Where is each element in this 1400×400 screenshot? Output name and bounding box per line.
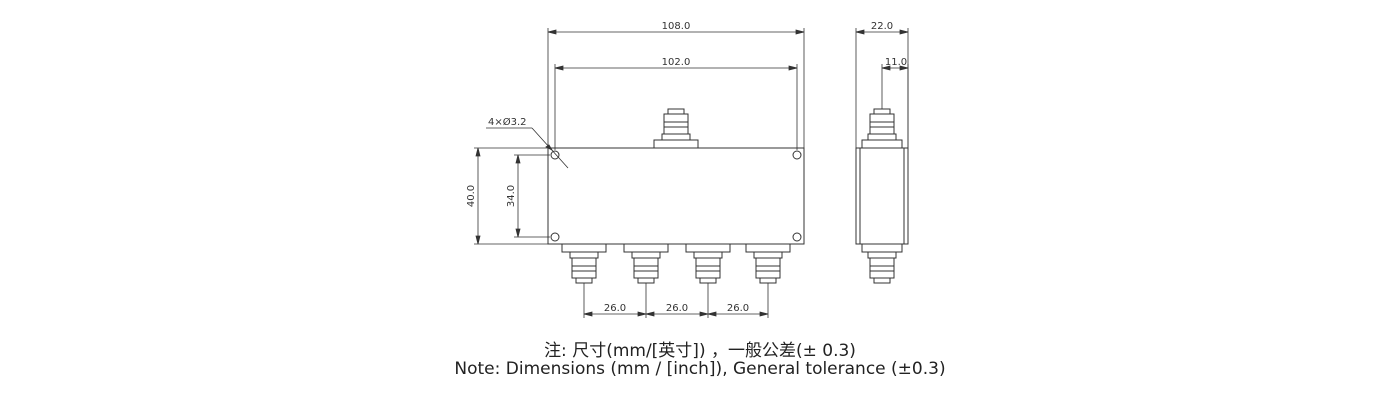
label-overall-length: 108.0	[662, 21, 691, 32]
side-view	[855, 108, 909, 284]
mounting-hole	[550, 232, 560, 242]
dim-port-pitch	[583, 283, 769, 318]
dim-hole-spacing-y	[514, 154, 550, 238]
output-connector-4	[745, 243, 791, 284]
label-port-pitch-2: 26.0	[666, 303, 688, 314]
mechanical-drawing: 108.0 102.0 22.0 11.0 4×Ø3.2 40.0 34.0 2…	[466, 21, 909, 318]
dim-depth-half	[881, 64, 909, 148]
label-depth: 22.0	[871, 21, 893, 32]
label-port-pitch-1: 26.0	[604, 303, 626, 314]
note-english: Note: Dimensions (mm / [inch]), General …	[454, 359, 946, 379]
output-connector-3	[685, 243, 731, 284]
dim-height	[474, 147, 548, 245]
label-hole-spacing-x: 102.0	[662, 57, 691, 68]
mounting-hole	[550, 150, 560, 160]
label-height: 40.0	[466, 185, 477, 207]
note-chinese: 注: 尺寸(mm/[英寸]) ，一般公差(± 0.3)	[544, 341, 856, 361]
output-connector-2	[623, 243, 669, 284]
label-hole-spacing-y: 34.0	[506, 185, 517, 207]
front-body	[547, 147, 805, 245]
dim-overall-length	[547, 28, 805, 148]
label-port-pitch-3: 26.0	[727, 303, 749, 314]
dim-hole-spacing-x	[554, 64, 798, 150]
dim-mounting-holes-leader	[486, 127, 569, 169]
mounting-hole	[792, 150, 802, 160]
label-depth-half: 11.0	[885, 57, 907, 68]
mounting-hole	[792, 232, 802, 242]
output-connector-1	[561, 243, 607, 284]
input-connector	[653, 108, 699, 149]
label-mounting-holes: 4×Ø3.2	[488, 116, 527, 128]
